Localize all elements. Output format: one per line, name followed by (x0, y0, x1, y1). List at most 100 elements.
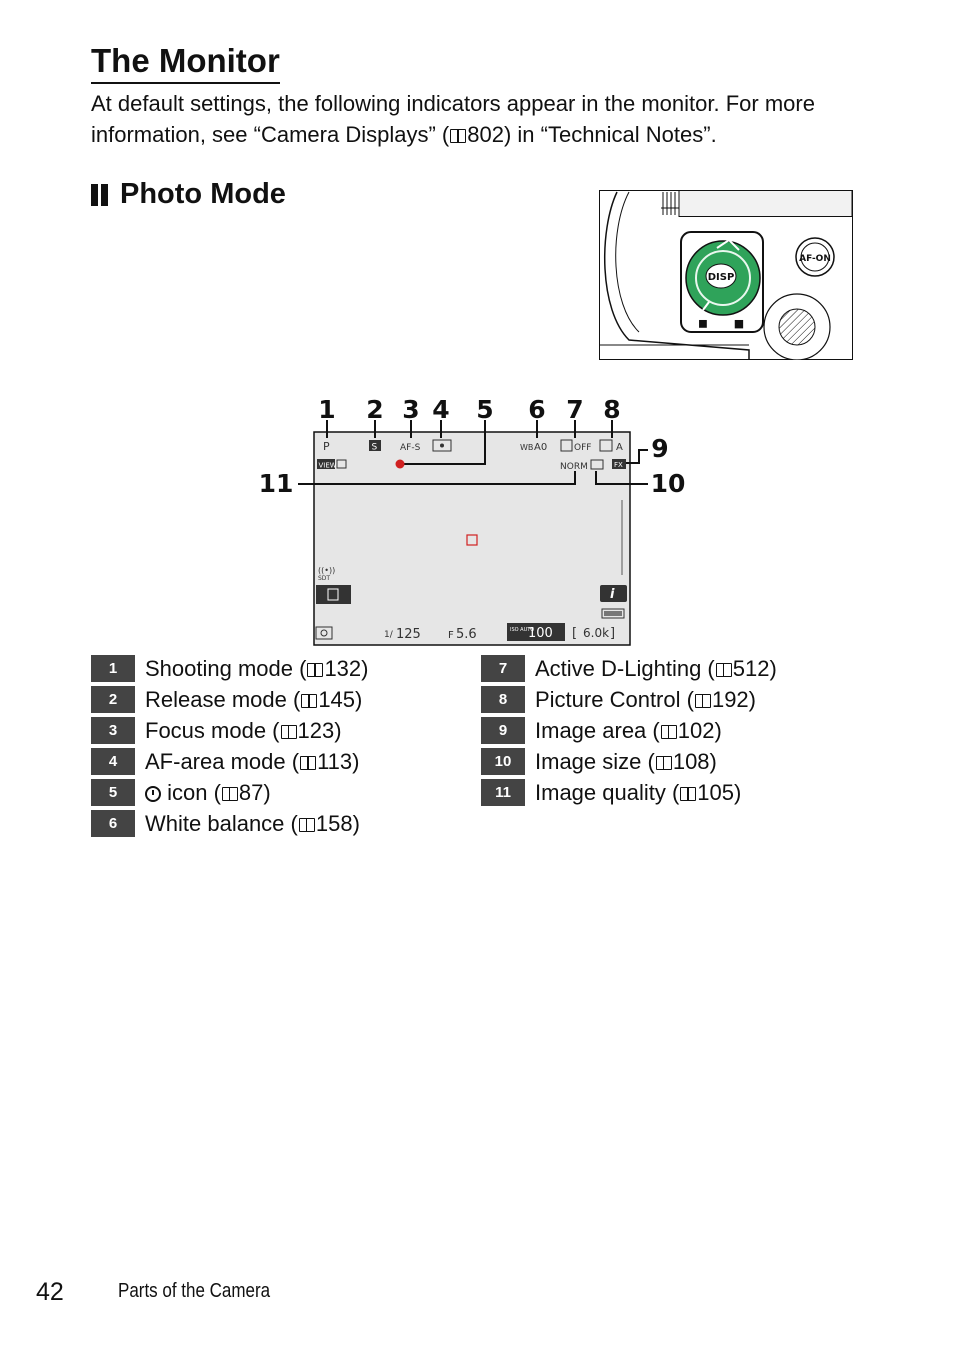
callout-8: 8 (603, 395, 620, 424)
book-icon (660, 724, 677, 739)
legend-row: 4 AF-area mode (113) (91, 748, 368, 775)
legend-label: AF-area mode (113) (145, 748, 360, 774)
book-icon (300, 755, 317, 770)
adl-indicator: OFF (574, 443, 591, 453)
legend-label: icon (87) (135, 779, 368, 806)
white-balance-indicator: A0 (534, 442, 547, 453)
intro-text-start: At default settings, the following indic… (91, 91, 815, 147)
picture-control-indicator: A (616, 442, 623, 453)
page-title: The Monitor (91, 40, 280, 84)
section-heading: Photo Mode (91, 178, 286, 211)
legend-number: 11 (481, 779, 525, 806)
section-marker-icon (91, 183, 108, 206)
timer-icon (145, 785, 161, 802)
legend-row: 8 Picture Control (192) (481, 686, 777, 713)
view-mode-indicator: VIEW (319, 462, 337, 470)
svg-text:1/: 1/ (384, 630, 394, 640)
legend-label: White balance (158) (145, 810, 360, 836)
legend-table-right: 7 Active D-Lighting (512) 8 Picture Cont… (481, 651, 777, 810)
legend-row: 11 Image quality (105) (481, 779, 777, 806)
legend-label: Picture Control (192) (535, 686, 756, 712)
legend-label: Image size (108) (535, 748, 717, 774)
legend-label: Image area (102) (535, 717, 722, 743)
svg-text:F: F (448, 630, 454, 641)
legend-row: 5 icon (87) (91, 779, 368, 806)
intro-text-end: ) in “Technical Notes”. (503, 122, 717, 147)
legend-row: 3 Focus mode (123) (91, 717, 368, 744)
svg-text:◼: ◼ (698, 316, 708, 330)
shooting-mode-indicator: P (323, 440, 330, 453)
callout-4: 4 (432, 395, 449, 424)
book-icon (301, 693, 318, 708)
shots-remaining-indicator: 6.0k (583, 626, 609, 640)
legend-row: 7 Active D-Lighting (512) (481, 655, 777, 682)
disp-label: DISP (708, 272, 735, 283)
shutter-speed-indicator: 125 (396, 627, 421, 642)
callout-2: 2 (366, 395, 383, 424)
legend-label: Release mode (145) (145, 686, 363, 712)
afon-label: AF-ON (799, 254, 831, 264)
image-quality-indicator: NORM (560, 462, 588, 472)
legend-label: Active D-Lighting (512) (535, 655, 777, 681)
book-icon (280, 724, 297, 739)
book-icon (450, 129, 467, 143)
callout-10: 10 (651, 469, 686, 498)
book-icon (298, 817, 315, 832)
callout-11: 11 (259, 469, 294, 498)
intro-paragraph: At default settings, the following indic… (91, 88, 871, 150)
svg-text:i: i (610, 587, 615, 602)
svg-text:((•)): ((•)) (318, 566, 335, 575)
section-title: Photo Mode (120, 178, 286, 210)
footer-section-title: Parts of the Camera (118, 1280, 271, 1302)
iso-auto-label: ISO AUTO (510, 627, 534, 633)
legend-table-left: 1 Shooting mode (132) 2 Release mode (14… (91, 651, 368, 841)
callout-7: 7 (566, 395, 583, 424)
legend-number: 2 (91, 686, 135, 713)
page-number: 42 (36, 1278, 64, 1306)
legend-row: 1 Shooting mode (132) (91, 655, 368, 682)
legend-number: 10 (481, 748, 525, 775)
legend-row: 9 Image area (102) (481, 717, 777, 744)
legend-row: 10 Image size (108) (481, 748, 777, 775)
legend-number: 6 (91, 810, 135, 837)
legend-row: 2 Release mode (145) (91, 686, 368, 713)
legend-number: 9 (481, 717, 525, 744)
legend-number: 4 (91, 748, 135, 775)
legend-label: Shooting mode (132) (145, 655, 369, 681)
legend-number: 3 (91, 717, 135, 744)
callout-1: 1 (318, 395, 335, 424)
callout-5: 5 (476, 395, 493, 424)
book-icon (680, 786, 697, 801)
image-area-indicator: FX (614, 461, 623, 469)
svg-text:■: ■ (734, 317, 744, 330)
book-icon (221, 786, 238, 801)
book-icon (715, 662, 732, 677)
iso-indicator: 100 (528, 626, 553, 641)
book-icon (694, 693, 711, 708)
svg-text:SDT: SDT (318, 575, 330, 582)
legend-row: 6 White balance (158) (91, 810, 368, 837)
release-mode-indicator: S (372, 443, 378, 453)
monitor-screen (313, 431, 631, 646)
callout-9: 9 (651, 434, 668, 463)
timer-indicator (395, 459, 405, 469)
legend-number: 8 (481, 686, 525, 713)
svg-text:[: [ (572, 626, 577, 641)
legend-number: 5 (91, 779, 135, 806)
svg-text:WB: WB (520, 443, 533, 452)
book-icon (655, 755, 672, 770)
intro-page-ref: 802 (467, 122, 504, 147)
legend-label: Focus mode (123) (145, 717, 342, 743)
callout-3: 3 (402, 395, 419, 424)
svg-text:]: ] (610, 626, 615, 641)
focus-point-indicator (466, 534, 478, 546)
aperture-indicator: 5.6 (456, 627, 477, 642)
focus-mode-indicator: AF-S (400, 443, 421, 453)
book-icon (307, 662, 324, 677)
legend-label: Image quality (105) (535, 779, 742, 805)
legend-number: 7 (481, 655, 525, 682)
monitor-diagram: 1 2 3 4 5 6 7 8 9 10 11 P S AF-S WB A0 O… (259, 395, 686, 646)
camera-disp-button-illustration: DISP ◼ ■ AF-ON (599, 190, 853, 360)
callout-6: 6 (528, 395, 545, 424)
legend-number: 1 (91, 655, 135, 682)
